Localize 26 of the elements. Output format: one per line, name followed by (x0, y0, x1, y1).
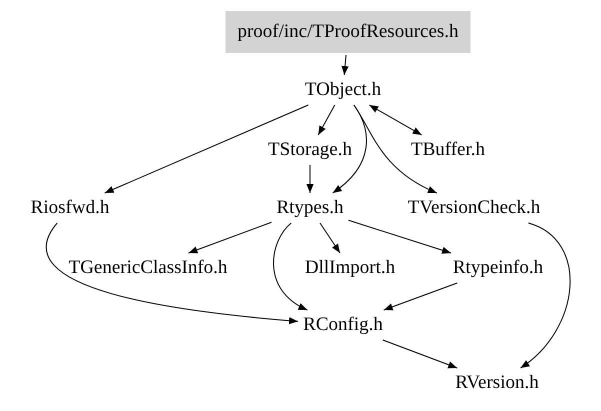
arrow (368, 104, 422, 136)
arrow (348, 220, 452, 254)
file-label: RVersion.h (452, 370, 542, 396)
file-label: TGenericClassInfo.h (66, 255, 230, 281)
file-label: TBuffer.h (408, 137, 488, 163)
arrow (383, 282, 458, 310)
arrow (273, 222, 308, 310)
arrow (320, 222, 340, 254)
arrow (353, 104, 438, 194)
arrow (46, 222, 298, 324)
arrow (341, 54, 349, 76)
file-label: TStorage.h (265, 137, 355, 163)
file-label: RConfig.h (300, 312, 386, 338)
file-label: Rtypes.h (273, 195, 347, 221)
file-box: proof/inc/TProofResources.h (225, 11, 471, 53)
arrow (306, 164, 314, 194)
arrow (104, 104, 309, 194)
file-label: TVersionCheck.h (404, 195, 544, 221)
file-label: Rtypeinfo.h (450, 255, 546, 281)
arrow (382, 340, 458, 368)
file-label: DllImport.h (302, 255, 398, 281)
arrow (188, 222, 272, 254)
arrow (318, 104, 336, 136)
file-label: Riosfwd.h (28, 195, 112, 221)
arrow (520, 222, 570, 368)
file-label: TObject.h (302, 77, 384, 103)
